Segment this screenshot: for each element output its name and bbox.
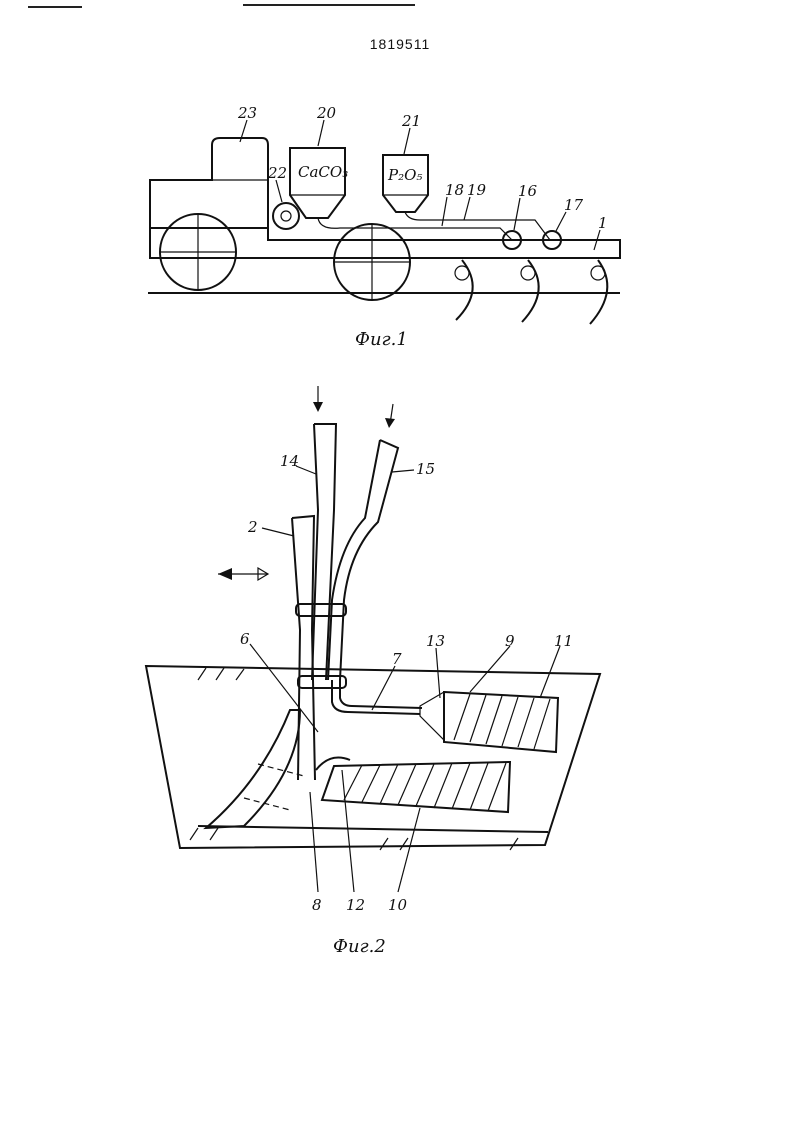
tine-3-hub	[590, 265, 606, 281]
travel-direction-tail	[257, 566, 270, 582]
label-23: 23	[237, 104, 257, 122]
tine-1	[455, 259, 474, 321]
dispenser-17	[542, 230, 562, 250]
leader-22	[275, 179, 283, 203]
soil-surface-hatching	[189, 667, 519, 851]
feed-arrow-15-head	[385, 418, 395, 428]
truck-cab	[149, 137, 269, 229]
truck-chassis	[149, 227, 621, 259]
label-18: 18	[445, 181, 464, 199]
leader-12	[341, 769, 355, 893]
label-16: 16	[518, 182, 538, 200]
fertilizer-band-11	[443, 690, 560, 754]
travel-direction-arrowhead	[218, 568, 232, 580]
label-20: 20	[316, 104, 337, 122]
leader-21	[403, 127, 411, 155]
pipeline-19	[404, 211, 551, 241]
label-19: 19	[467, 181, 487, 199]
share-hidden-line-1	[257, 763, 305, 777]
lime-hopper	[289, 147, 346, 219]
label-14: 14	[280, 452, 299, 470]
label-2: 2	[247, 518, 258, 536]
tube-15-inner	[327, 439, 381, 681]
label-8: 8	[312, 896, 322, 914]
document-number: 1819511	[369, 36, 431, 52]
label-7: 7	[392, 650, 402, 668]
band-11-hatching	[453, 693, 551, 750]
clamp-upper	[295, 603, 347, 617]
tube-7	[331, 680, 421, 715]
tine-2	[521, 259, 540, 323]
label-13: 13	[426, 632, 445, 650]
phosphate-hopper-label: P₂O₅	[387, 166, 422, 184]
figure-1-caption: Фиг.1	[355, 329, 408, 350]
tube-7-inner	[339, 680, 423, 709]
label-12: 12	[346, 896, 365, 914]
tine-2-hub	[520, 265, 536, 281]
outlet-12	[315, 756, 351, 771]
tine-shank-2-front	[291, 514, 316, 781]
lime-hopper-label: CaCO₃	[298, 163, 348, 181]
label-6: 6	[240, 630, 250, 648]
label-1: 1	[598, 214, 608, 232]
tine-3	[589, 259, 609, 325]
band-10-hatching	[343, 762, 507, 812]
share-hidden-line-2	[243, 797, 291, 811]
figure-2-caption: Фиг.2	[333, 936, 386, 957]
top-rule-left	[28, 6, 82, 8]
leader-18	[441, 196, 448, 227]
label-15: 15	[416, 460, 435, 478]
label-10: 10	[388, 896, 408, 914]
plough-sole-line	[197, 825, 549, 833]
leader-19	[463, 196, 471, 221]
leader-15	[391, 469, 415, 473]
share-blade-8	[203, 709, 302, 830]
top-rule-right	[243, 4, 415, 6]
tube-14-inner	[311, 423, 320, 681]
pump-hub	[280, 210, 292, 222]
tube-14-outer	[314, 423, 338, 681]
outlet-nozzle-13	[419, 690, 445, 742]
figure-1-truck-drawing: CaCO₃ P₂O₅ 23 20 21 22 18 19 16 17 1 Фиг…	[148, 104, 621, 350]
label-17: 17	[564, 196, 584, 214]
leader-9	[469, 645, 511, 693]
label-21: 21	[401, 112, 421, 130]
leader-13	[435, 647, 441, 699]
leader-7	[371, 665, 396, 711]
figure-2-tine-drawing: 14 15 2 6 7 13 9 11 8 12 10 Фиг.2	[144, 386, 602, 957]
leader-11	[539, 645, 561, 699]
label-22: 22	[267, 164, 287, 182]
leader-23	[239, 119, 248, 143]
leader-16	[513, 197, 521, 231]
leader-1	[593, 229, 601, 251]
label-9: 9	[505, 632, 515, 650]
leader-10	[397, 807, 421, 893]
leader-6	[249, 643, 319, 733]
leader-8	[309, 791, 319, 893]
soil-block	[144, 664, 602, 850]
dispenser-16	[502, 230, 522, 250]
leader-20	[317, 119, 325, 147]
label-11: 11	[554, 632, 573, 650]
leader-14	[295, 465, 317, 475]
tine-1-hub	[454, 265, 470, 281]
pipeline-18	[317, 217, 513, 241]
tube-15-outer	[339, 439, 400, 681]
pump-unit	[272, 202, 300, 230]
clamp-lower	[297, 675, 347, 689]
leader-2	[261, 527, 295, 537]
leader-17	[555, 211, 567, 232]
feed-arrow-14-head	[313, 402, 323, 412]
